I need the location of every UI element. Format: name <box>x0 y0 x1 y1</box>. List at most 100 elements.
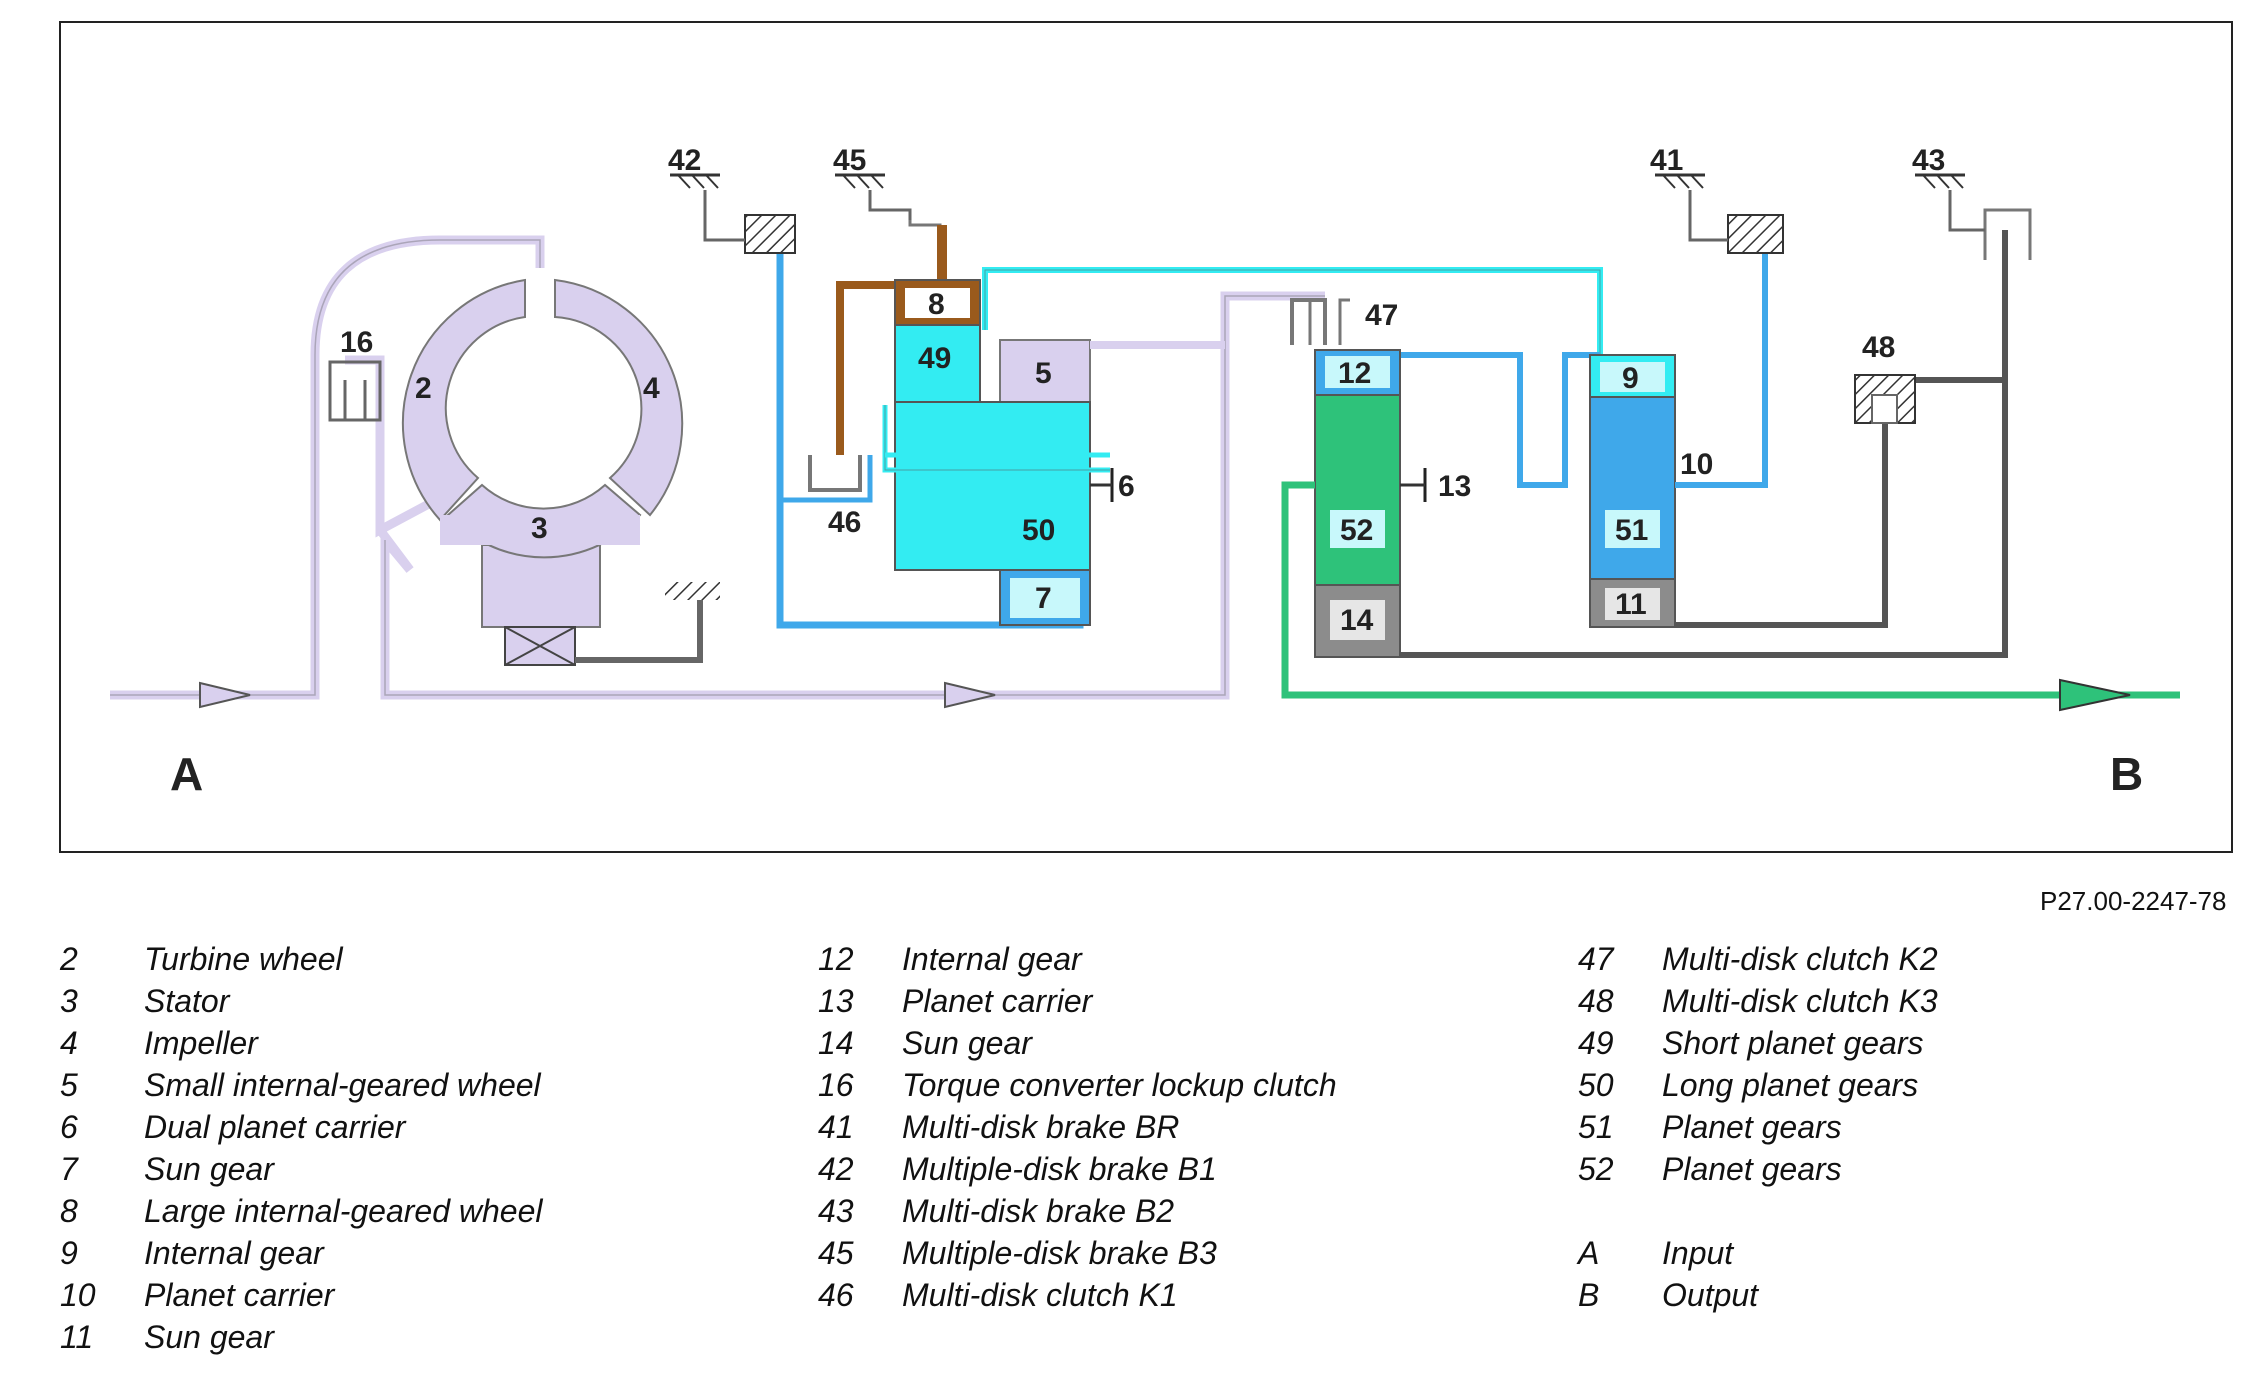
legend-text: Internal gear <box>902 940 1082 977</box>
legend-number: B <box>1578 1276 1600 1313</box>
legend-number: 8 <box>60 1192 78 1229</box>
output-shaft <box>1281 481 2180 699</box>
reference-code: P27.00-2247-78 <box>2040 886 2227 916</box>
legend-text: Planet gears <box>1662 1150 1842 1187</box>
lockup-clutch-16 <box>328 360 382 422</box>
legend-number: 3 <box>60 982 78 1019</box>
legend-item: 51 Planet gears <box>1578 1106 2258 1148</box>
legend-item: 12 Internal gear <box>818 938 1498 980</box>
legend-text: Long planet gears <box>1662 1066 1919 1103</box>
turbine-wheel-2 <box>401 278 526 522</box>
legend-text: Input <box>1662 1234 1734 1271</box>
legend-number: 10 <box>60 1276 96 1313</box>
ravigneaux-set <box>670 173 1603 629</box>
legend-number: 43 <box>818 1192 854 1229</box>
legend-number: 14 <box>818 1024 854 1061</box>
small-ring-5 <box>999 339 1091 403</box>
legend-text: Sun gear <box>144 1150 274 1187</box>
tag-5: 5 <box>1035 357 1052 390</box>
legend-text: Planet carrier <box>902 982 1093 1019</box>
legend-item: 43 Multi-disk brake B2 <box>818 1190 1498 1232</box>
legend-item: 49 Short planet gears <box>1578 1022 2258 1064</box>
tag-50: 50 <box>1022 514 1055 547</box>
output-arrow <box>2059 678 2131 712</box>
legend-number: 12 <box>818 940 854 977</box>
legend-item: 9 Internal gear <box>60 1232 740 1274</box>
legend-number: 51 <box>1578 1108 1614 1145</box>
legend-number: 49 <box>1578 1024 1614 1061</box>
legend-number: 16 <box>818 1066 854 1103</box>
legend-number: 7 <box>60 1150 78 1187</box>
legend-text: Multi-disk clutch K1 <box>902 1276 1178 1313</box>
legend-text: Multiple-disk brake B1 <box>902 1150 1217 1187</box>
brake-42-hatch <box>744 214 796 254</box>
legend-number: 9 <box>60 1234 78 1271</box>
legend-item: 7 Sun gear <box>60 1148 740 1190</box>
grey-shafts <box>1400 173 2032 658</box>
legend-item: 50 Long planet gears <box>1578 1064 2258 1106</box>
tag-51: 51 <box>1615 514 1648 547</box>
diagram-frame <box>59 21 2233 853</box>
long-planet-50 <box>894 401 1091 571</box>
tag-46: 46 <box>828 506 861 539</box>
legend-text: Dual planet carrier <box>144 1108 406 1145</box>
input-arrow <box>199 681 251 709</box>
tag-42: 42 <box>668 144 701 177</box>
tag-41: 41 <box>1650 144 1683 177</box>
tag-16: 16 <box>340 326 373 359</box>
tag-12: 12 <box>1338 357 1371 390</box>
tag-11: 11 <box>1615 588 1647 621</box>
tag-8: 8 <box>928 288 945 321</box>
planet-52 <box>1314 394 1401 586</box>
legend-number: 48 <box>1578 982 1614 1019</box>
legend-text: Turbine wheel <box>144 940 343 977</box>
input-shaft-line <box>110 235 545 700</box>
legend-number: 46 <box>818 1276 854 1313</box>
input-label: A <box>170 748 203 800</box>
legend-number: 50 <box>1578 1066 1614 1103</box>
brake-43 <box>1983 208 2032 260</box>
legend-number: 2 <box>60 940 78 977</box>
legend-item: 11 Sun gear <box>60 1316 740 1358</box>
brake-41-hatch <box>1727 214 1784 254</box>
tag-13: 13 <box>1438 470 1471 503</box>
tag-14: 14 <box>1340 604 1374 637</box>
legend-number: 47 <box>1578 940 1614 977</box>
tag-45: 45 <box>833 144 866 177</box>
legend-spacer <box>1578 1190 2258 1232</box>
tag-10: 10 <box>1680 448 1713 481</box>
tag-2: 2 <box>415 372 432 405</box>
front-planetary <box>1281 349 2180 712</box>
legend-number: 45 <box>818 1234 854 1271</box>
legend-text: Short planet gears <box>1662 1024 1924 1061</box>
legend-text: Internal gear <box>144 1234 324 1271</box>
legend-number: 11 <box>60 1318 94 1355</box>
legend-item: 8 Large internal-geared wheel <box>60 1190 740 1232</box>
legend-text: Large internal-geared wheel <box>144 1192 543 1229</box>
legend-text: Sun gear <box>144 1318 274 1355</box>
legend-text: Multi-disk brake B2 <box>902 1192 1175 1229</box>
tag-9: 9 <box>1622 362 1639 395</box>
tag-47: 47 <box>1365 299 1398 332</box>
legend-text: Planet gears <box>1662 1108 1842 1145</box>
tag-6: 6 <box>1118 470 1135 503</box>
torque-converter <box>110 235 1325 700</box>
tag-49: 49 <box>918 342 951 375</box>
tag-52: 52 <box>1340 514 1373 547</box>
legend-number: 41 <box>818 1108 854 1145</box>
legend-item: 46 Multi-disk clutch K1 <box>818 1274 1498 1316</box>
legend-number: 4 <box>60 1024 78 1061</box>
